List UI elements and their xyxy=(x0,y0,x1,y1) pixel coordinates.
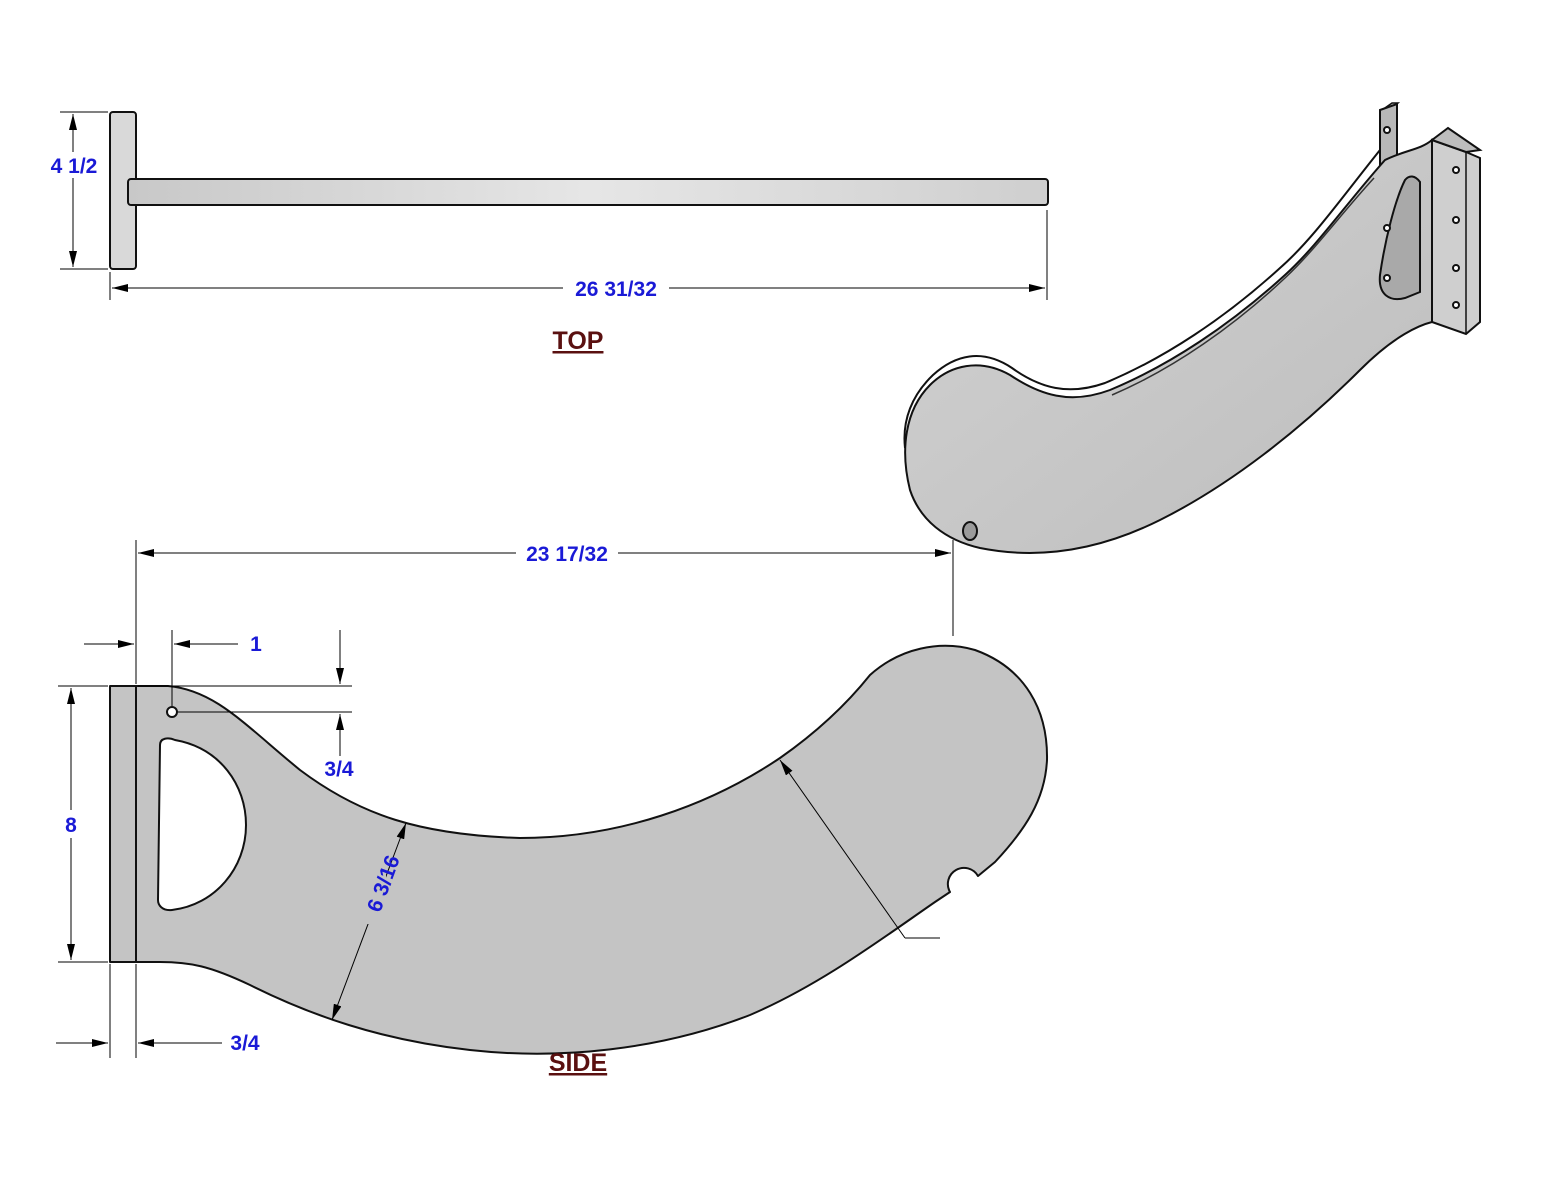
top-arm xyxy=(127,178,1049,206)
side-dim-plate-thickness: 3/4 xyxy=(230,1032,260,1055)
side-dim-hole-offset: 1 xyxy=(250,633,262,656)
iso-notch xyxy=(962,521,978,541)
side-view: 23 17/32 1 3/4 8 3/4 6 3/16 SIDE xyxy=(56,540,1049,1077)
side-view-label: SIDE xyxy=(549,1049,607,1077)
iso-slot xyxy=(1378,175,1421,300)
top-view: 4 1/2 26 31/32 TOP xyxy=(44,111,1049,355)
top-dim-total-length: 26 31/32 xyxy=(575,278,657,301)
side-dim-hole-drop: 3/4 xyxy=(324,758,354,781)
side-dim-arm-reach: 23 17/32 xyxy=(526,543,608,566)
side-arm-profile xyxy=(135,644,1049,1055)
iso-arm-body xyxy=(904,137,1433,554)
side-dim-height: 8 xyxy=(65,814,77,837)
side-cutout xyxy=(156,737,248,912)
side-radius-leader xyxy=(779,759,906,939)
side-hole xyxy=(166,706,178,718)
top-view-label: TOP xyxy=(553,327,604,355)
iso-arm-edge-inner xyxy=(1111,177,1375,396)
top-dim-plate-width: 4 1/2 xyxy=(51,155,98,178)
iso-arm-edge xyxy=(903,149,1381,449)
isometric-view xyxy=(903,102,1483,554)
side-wall-plate xyxy=(109,685,137,963)
